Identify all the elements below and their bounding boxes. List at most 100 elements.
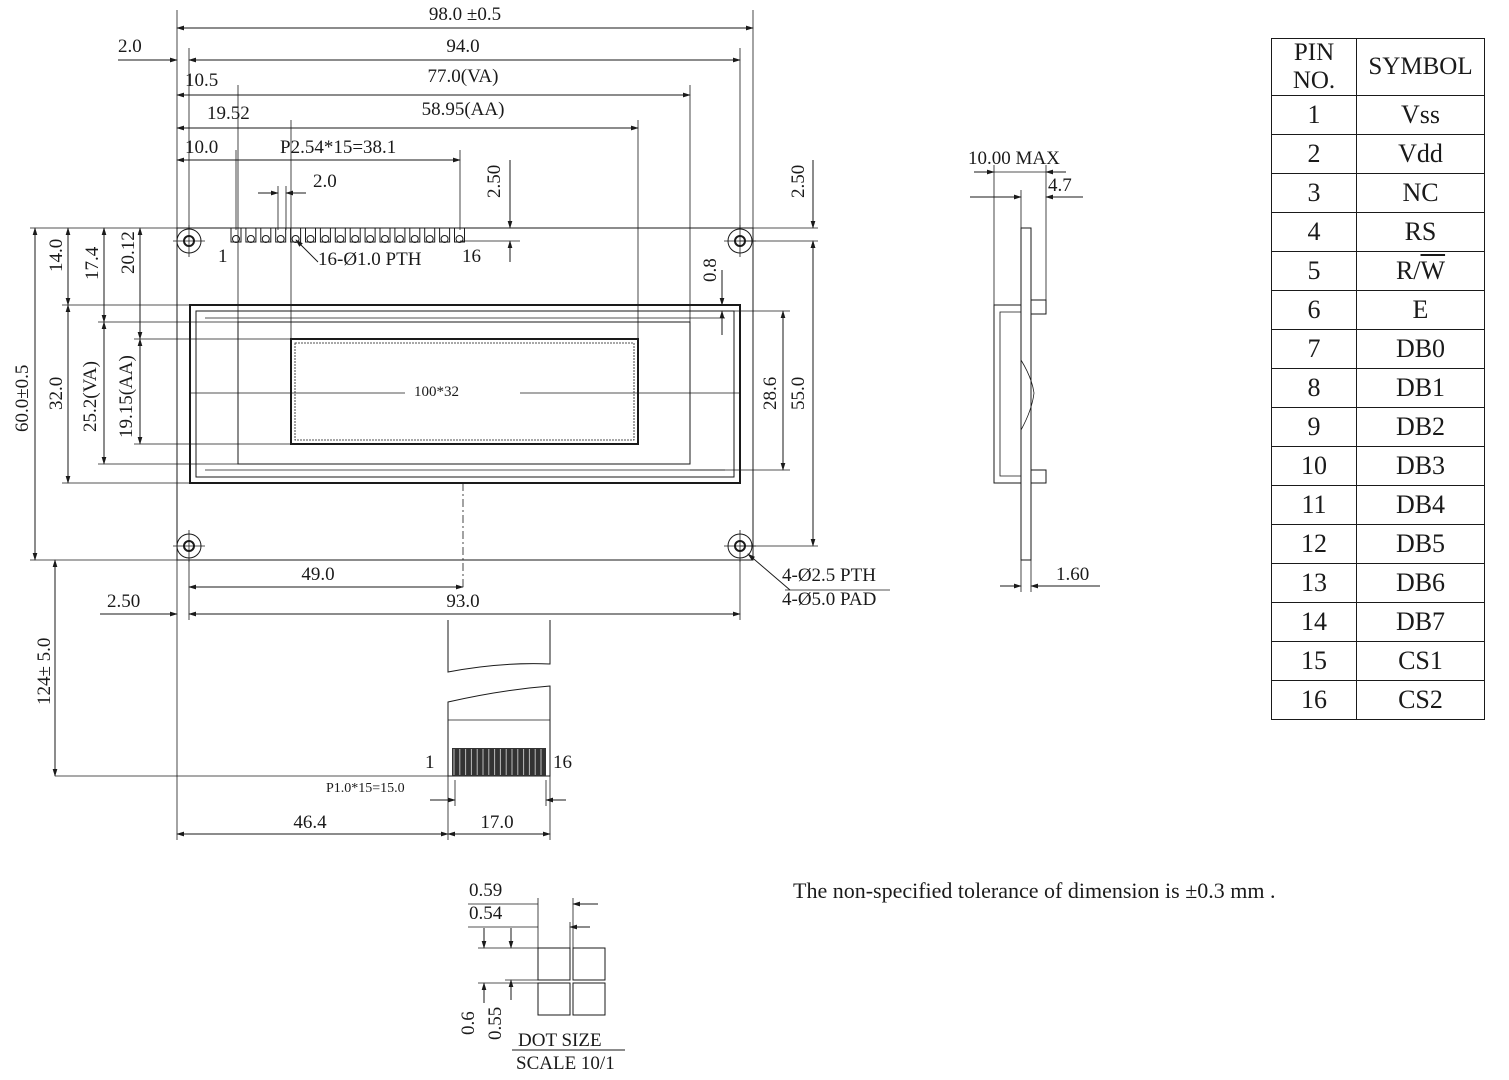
pin-symbol: DB0 [1356,329,1485,369]
pin-pad [290,227,302,243]
dim-overall-height: 60.0±0.5 [12,365,33,432]
dim-left-19-52: 19.52 [207,103,250,124]
pin-number: 13 [1271,563,1357,603]
dim-va-height: 25.2(VA) [80,361,101,432]
mount-hole-tl [173,225,205,257]
dim-pin-2: 2.0 [313,171,337,192]
dot-h: 0.55 [485,1007,506,1040]
pin-end-label: 16 [462,246,481,267]
dot-size-title: DOT SIZE [518,1030,602,1051]
dim-h32: 32.0 [46,377,67,410]
dot-w: 0.54 [469,903,503,924]
dim-left-10-5: 10.5 [185,70,218,91]
dim-va-width: 77.0(VA) [428,66,499,87]
dim-bottom-2-50: 2.50 [107,591,140,612]
pin-pad [334,227,346,243]
dim-aa-width: 58.95(AA) [422,99,505,120]
pin-number: 1 [1271,95,1357,135]
side-view: 10.00 MAX 4.7 1.60 [968,148,1100,592]
pin-row [230,227,465,243]
pin-number: 12 [1271,524,1357,564]
fpc-cable [447,620,551,777]
pin-symbol: CS1 [1356,641,1485,681]
pin-symbol: DB4 [1356,485,1485,525]
pin-number: 15 [1271,641,1357,681]
dim-fpc-width: 17.0 [480,812,513,833]
dot-h-pitch: 0.6 [458,1011,479,1035]
dim-h14: 14.0 [46,239,67,272]
fpc-pin-start: 1 [425,752,435,773]
dim-h0-8: 0.8 [700,258,721,282]
dim-left-2: 2.0 [118,36,142,57]
dim-h20-12: 20.12 [118,231,139,274]
dot-detail: 0.59 0.54 0.6 0.55 DOT SIZE SCALE 10/1 [458,880,625,1074]
side-dim-4-7: 4.7 [1048,175,1072,196]
pin-pad [364,227,376,243]
pin-symbol: DB7 [1356,602,1485,642]
hole-pth-label: 4-Ø2.5 PTH [782,565,876,586]
pin-symbol: DB6 [1356,563,1485,603]
pin-symbol: R/W [1356,251,1485,291]
pin-symbol: E [1356,290,1485,330]
pin-number: 5 [1271,251,1357,291]
dim-center-49: 49.0 [301,564,334,585]
mount-hole-bl [173,530,205,562]
side-max-thickness: 10.00 MAX [968,148,1060,169]
pin-start-label: 1 [218,246,228,267]
pin-pad [379,227,391,243]
dim-aa-height: 19.15(AA) [116,355,137,438]
pin-number: 14 [1271,602,1357,642]
dim-h55: 55.0 [788,377,809,410]
pin-pad [319,227,331,243]
pin-number: 2 [1271,134,1357,174]
pin-number: 7 [1271,329,1357,369]
front-view: 1 16 16-Ø1.0 PTH 100*32 98.0 ±0.5 94.0 2… [12,4,890,840]
dim-fpc-left: 46.4 [293,812,327,833]
dim-fpc-length: 124± 5.0 [34,638,55,705]
dim-fpc-pitch: P1.0*15=15.0 [326,781,405,796]
header-pin-no: PIN NO. [1271,38,1357,96]
pin-symbol: DB3 [1356,446,1485,486]
pin-number: 4 [1271,212,1357,252]
pth-pins-label: 16-Ø1.0 PTH [318,249,422,270]
display-resolution: 100*32 [414,384,459,400]
dim-right-2-50: 2.50 [788,165,809,198]
dim-hole-pitch: 94.0 [446,36,479,57]
lcd-frame [189,304,741,484]
dim-top-2-50: 2.50 [484,165,505,198]
pin-symbol: CS2 [1356,680,1485,720]
dot-w-pitch: 0.59 [469,880,502,901]
pin-symbol: Vdd [1356,134,1485,174]
active-area [290,338,639,445]
pin-number: 16 [1271,680,1357,720]
pin-pad [409,227,421,243]
pin-pad [349,227,361,243]
pin-pad [305,227,316,243]
pin-number: 8 [1271,368,1357,408]
dim-overall-width: 98.0 ±0.5 [429,4,501,25]
pin-pad [245,227,257,243]
pcb-outline [176,227,754,561]
pin-symbol: Vss [1356,95,1485,135]
pin-pad [394,227,406,243]
pin-pad [275,227,287,243]
dim-width-93: 93.0 [446,591,479,612]
pin-symbol: NC [1356,173,1485,213]
